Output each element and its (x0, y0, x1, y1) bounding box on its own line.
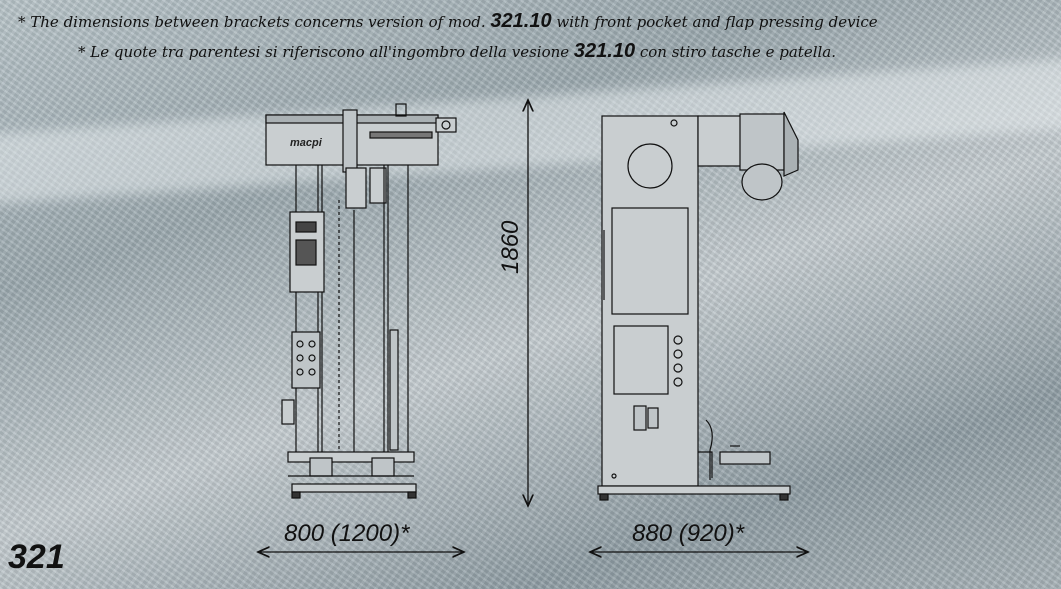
italian-note-model: 321.10 (573, 40, 636, 62)
side-depth-label: 880 (920)* (632, 520, 745, 547)
english-note-model: 321.10 (490, 10, 552, 32)
model-number: 321 (8, 538, 65, 576)
front-width-label: 800 (1200)* (284, 520, 410, 547)
side-view-drawing (597, 111, 799, 501)
italian-note: * Le quote tra parentesi si riferiscono … (78, 40, 837, 62)
front-view-drawing (265, 103, 457, 499)
english-note: * The dimensions between brackets concer… (18, 10, 878, 32)
brand-logo: macpi (290, 137, 323, 149)
height-label: 1860 (497, 220, 524, 274)
